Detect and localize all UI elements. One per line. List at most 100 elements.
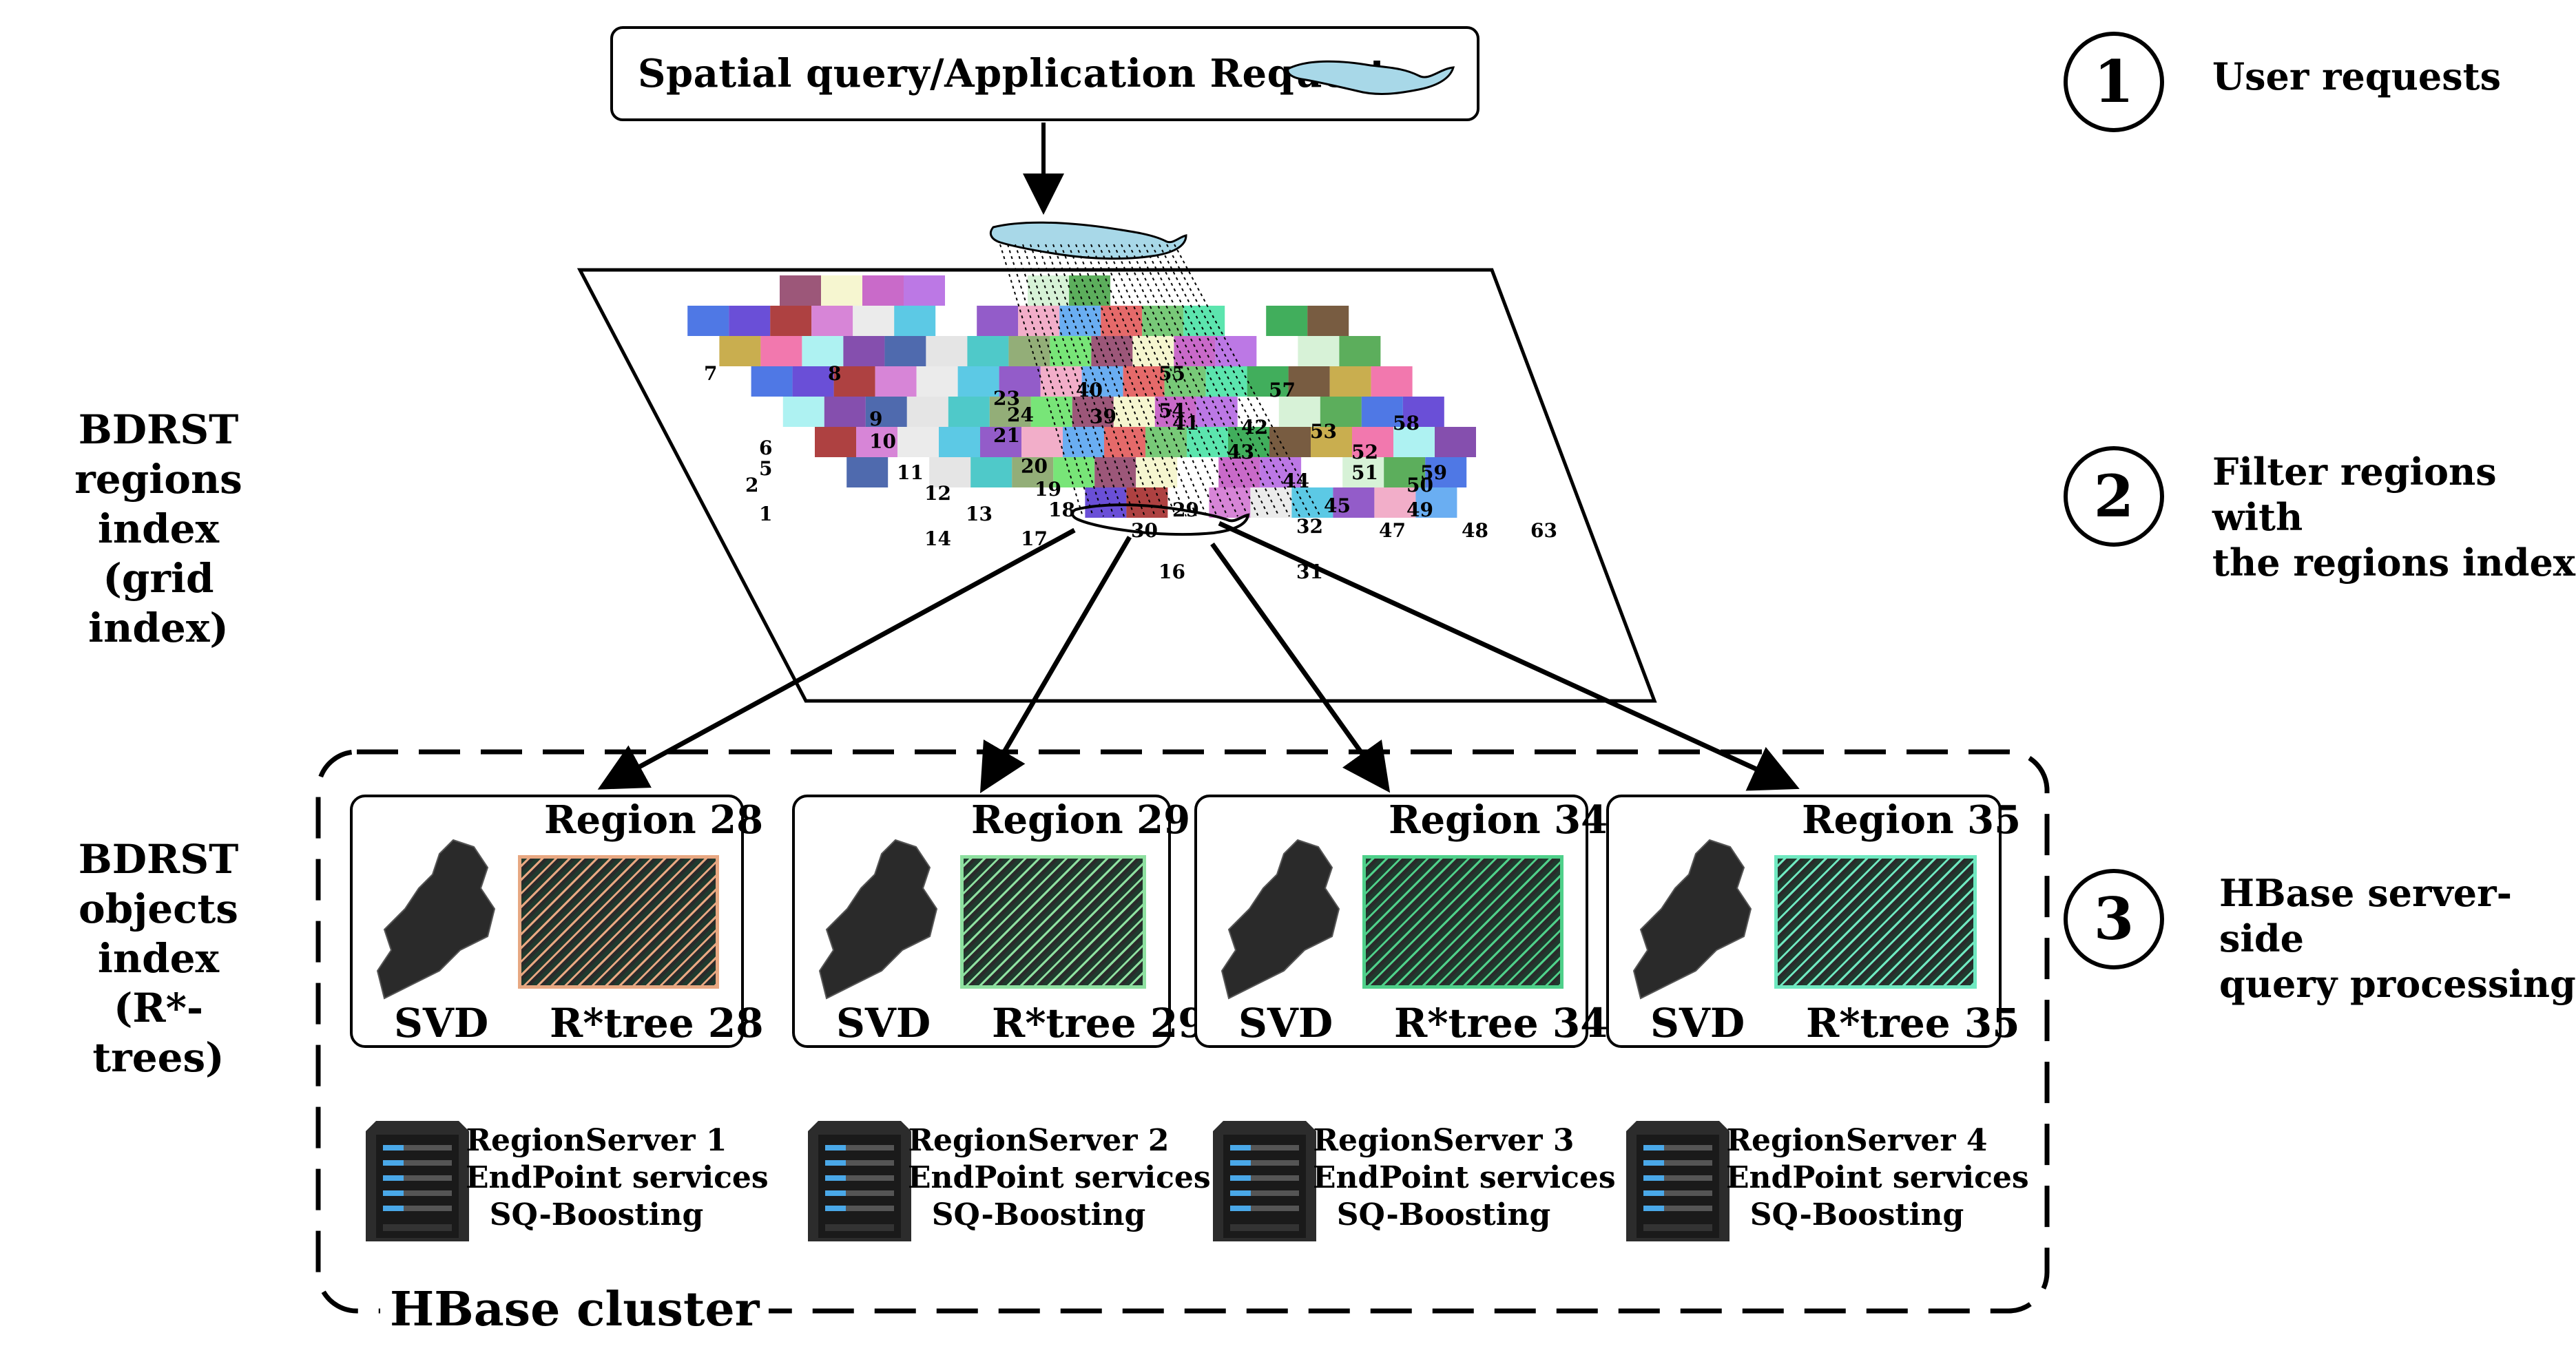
grid-region-number: 49	[1406, 498, 1433, 521]
grid-region-cell	[1069, 275, 1110, 306]
grid-region-cell	[1311, 427, 1352, 457]
grid-region-cell	[1374, 487, 1416, 518]
grid-region-cell	[1104, 427, 1145, 457]
grid-region-cell	[977, 306, 1019, 336]
objects-index-line2: objects index	[79, 885, 238, 982]
server-line3: SQ-Boosting	[1749, 1197, 1964, 1232]
grid-region-cell	[760, 336, 802, 366]
grid-region-cell	[1145, 427, 1187, 457]
region-title: Region 35	[1802, 797, 2022, 843]
grid-region-cell	[1415, 487, 1457, 518]
regions-index-line3: (grid index)	[88, 555, 229, 651]
grid-region-cell	[999, 366, 1041, 397]
grid-region-number: 52	[1351, 441, 1378, 463]
grid-region-cell	[1402, 397, 1444, 427]
grid-region-cell	[939, 427, 980, 457]
grid-region-cell	[1040, 366, 1082, 397]
grid-region-number: 16	[1159, 560, 1185, 583]
grid-region-cell	[1329, 366, 1371, 397]
grid-region-cell	[729, 306, 771, 336]
grid-region-cell	[894, 306, 936, 336]
grid-region-cell	[1126, 487, 1168, 518]
rtree-label: R*tree 28	[550, 1000, 764, 1047]
grid-region-cell	[1053, 457, 1095, 487]
grid-region-number: 39	[1090, 405, 1116, 428]
regions-index-line1: BDRST	[78, 406, 239, 453]
grid-region-number: 6	[759, 437, 772, 459]
hbase-cluster-label: HBase cluster	[380, 1282, 769, 1337]
grid-region-cell	[1218, 457, 1260, 487]
grid-region-cell	[875, 366, 917, 397]
grid-region-cell	[1250, 487, 1292, 518]
grid-region-number: 40	[1076, 379, 1103, 401]
grid-region-number: 8	[828, 362, 841, 385]
grid-region-cell	[1012, 457, 1054, 487]
grid-region-cell	[1435, 427, 1476, 457]
grid-region-number: 21	[993, 424, 1020, 447]
grid-region-cell	[1288, 366, 1330, 397]
grid-region-cell	[780, 275, 821, 306]
grid-region-cell	[916, 366, 958, 397]
grid-region-cell	[1081, 366, 1123, 397]
grid-region-cell	[856, 427, 897, 457]
objects-index-line1: BDRST	[78, 836, 239, 883]
grid-region-number: 19	[1035, 478, 1061, 501]
step-2-label: Filter regions with the regions index	[2212, 449, 2576, 585]
objects-index-line3: (R*-trees)	[92, 985, 225, 1081]
grid-region-cell	[1266, 306, 1308, 336]
grid-region-cell	[719, 336, 761, 366]
step-2-badge: 2	[2064, 446, 2164, 547]
grid-region-cell	[751, 366, 793, 397]
grid-region-cell	[970, 457, 1012, 487]
step-2-label-line1: Filter regions with	[2212, 450, 2497, 539]
svd-label: SVD	[1650, 1000, 1745, 1047]
rtree-label: R*tree 29	[992, 1000, 1206, 1047]
grid-region-cell	[1393, 427, 1435, 457]
grid-region-cell	[1174, 336, 1216, 366]
rtree-raster	[1362, 855, 1564, 989]
grid-region-cell	[846, 457, 889, 487]
svd-shape-icon	[376, 839, 496, 1000]
grid-region-number: 42	[1241, 416, 1268, 439]
grid-region-number: 58	[1393, 412, 1420, 434]
grid-region-cell	[1384, 457, 1426, 487]
server-line3: SQ-Boosting	[1336, 1197, 1551, 1232]
grid-region-cell	[1342, 457, 1384, 487]
grid-region-cell	[1101, 306, 1143, 336]
grid-region-cell	[906, 397, 948, 427]
grid-region-cell	[986, 275, 1028, 306]
grid-region-number: 23	[993, 387, 1020, 410]
grid-region-number: 7	[704, 362, 717, 385]
grid-region-cell	[833, 366, 875, 397]
grid-region-cell	[1247, 366, 1289, 397]
grid-region-number: 1	[759, 503, 772, 525]
grid-region-cell	[843, 336, 885, 366]
server-line1: RegionServer 2	[908, 1123, 1170, 1158]
grid-region-number: 55	[1159, 362, 1185, 385]
grid-region-cell	[1339, 336, 1381, 366]
svd-label: SVD	[836, 1000, 931, 1047]
grid-region-number: 5	[759, 457, 772, 480]
step-3-label-line1: HBase server-side	[2219, 871, 2513, 960]
grid-region-cell	[865, 397, 907, 427]
grid-region-cell	[792, 366, 834, 397]
grid-region-cell	[1228, 427, 1269, 457]
grid-region-number: 24	[1007, 403, 1034, 426]
grid-region-cell	[957, 366, 999, 397]
step-2-label-line2: the regions index	[2212, 540, 2576, 585]
server-icon	[366, 1121, 469, 1241]
svd-shape-icon	[818, 839, 938, 1000]
grid-region-number: 11	[897, 461, 924, 484]
step-1-label: User requests	[2212, 54, 2502, 98]
grid-region-cell	[884, 336, 926, 366]
region-title: Region 34	[1389, 797, 1608, 843]
grid-region-number: 57	[1269, 379, 1296, 401]
grid-region-cell	[1256, 336, 1298, 366]
lake-shape-icon	[1287, 60, 1455, 95]
grid-region-number: 59	[1420, 461, 1447, 484]
step-1-badge: 1	[2064, 32, 2164, 132]
grid-region-cell	[1333, 487, 1375, 518]
